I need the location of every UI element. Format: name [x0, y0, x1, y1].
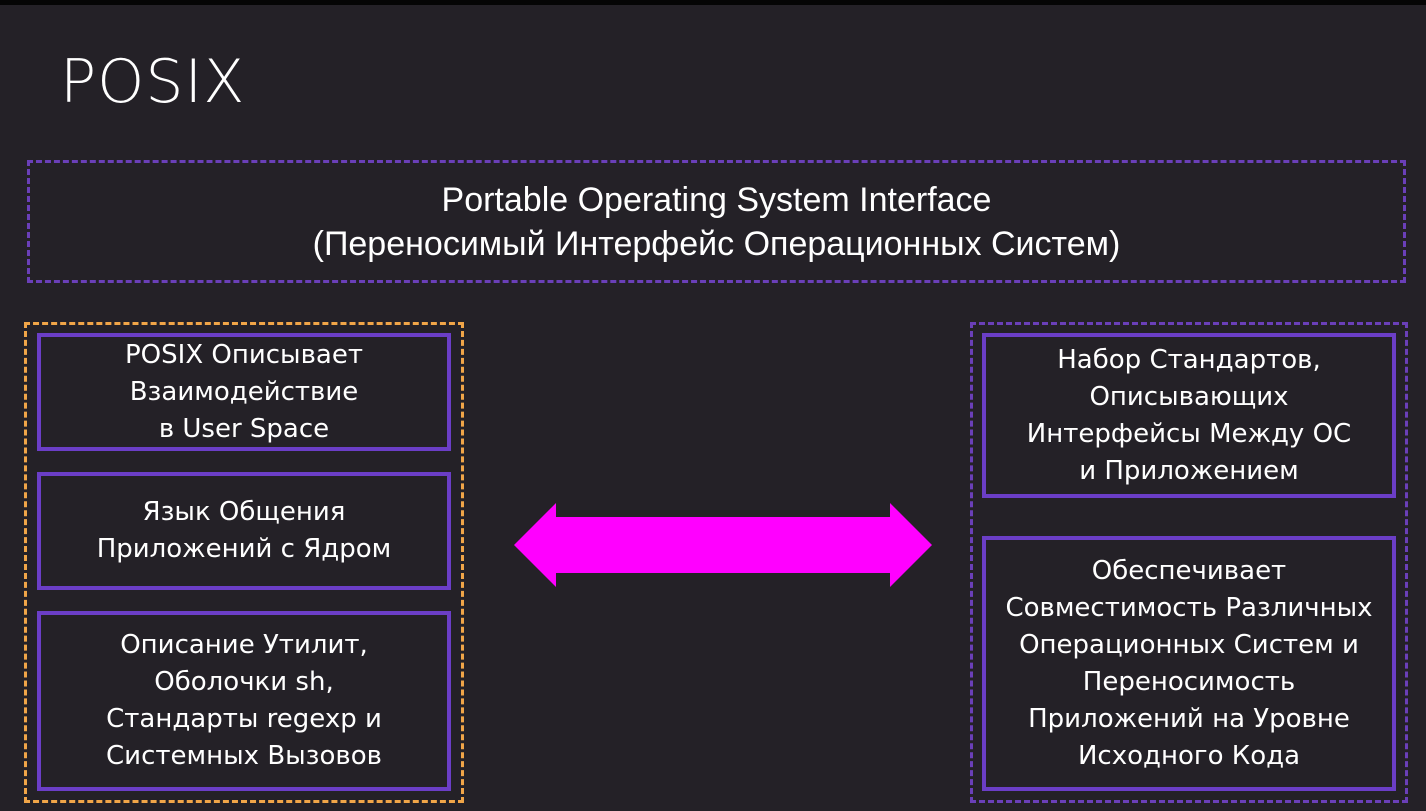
card-line: Набор Стандартов, [1057, 344, 1321, 375]
card-line: Операционных Систем и [1019, 629, 1359, 660]
card-line: Приложений на Уровне [1028, 703, 1350, 734]
left-card-utilities: Описание Утилит, Оболочки sh, Стандарты … [37, 611, 451, 791]
card-line: и Приложением [1079, 455, 1299, 486]
card-line: Описание Утилит, [120, 630, 368, 660]
card-line: Системных Вызовов [106, 741, 382, 771]
card-line: Обеспечивает [1091, 555, 1287, 586]
card-line: Описывающих [1089, 381, 1289, 412]
left-card-user-space: POSIX Описывает Взаимодействие в User Sp… [37, 333, 451, 451]
left-group [24, 322, 464, 803]
card-line: Приложений с Ядром [96, 534, 392, 564]
top-bar [0, 0, 1426, 5]
card-line: Стандарты regexp и [106, 704, 382, 734]
right-card-standards-set: Набор Стандартов, Описывающих Интерфейсы… [982, 333, 1396, 498]
card-line: POSIX Описывает [125, 339, 363, 370]
right-card-compatibility: Обеспечивает Совместимость Различных Опе… [982, 536, 1396, 791]
definition-box: Portable Operating System Interface (Пер… [27, 160, 1406, 283]
card-line: Интерфейсы Между ОС [1026, 418, 1352, 449]
right-group [970, 322, 1408, 803]
double-arrow-shape [514, 503, 932, 587]
card-line: Взаимодействие [129, 376, 359, 407]
card-line: Совместимость Различных [1005, 592, 1373, 623]
card-line: Оболочки sh, [154, 667, 334, 697]
card-line: в User Space [158, 413, 330, 444]
slide-title: POSIX [60, 47, 246, 117]
left-card-kernel-language: Язык Общения Приложений с Ядром [37, 472, 451, 590]
definition-line-english: Portable Operating System Interface [441, 180, 992, 219]
card-line: Переносимость [1082, 666, 1296, 697]
card-line: Исходного Кода [1077, 740, 1301, 771]
definition-line-russian: (Переносимый Интерфейс Операционных Сист… [312, 224, 1121, 263]
double-arrow-icon [514, 503, 932, 587]
card-line: Язык Общения [142, 497, 346, 527]
